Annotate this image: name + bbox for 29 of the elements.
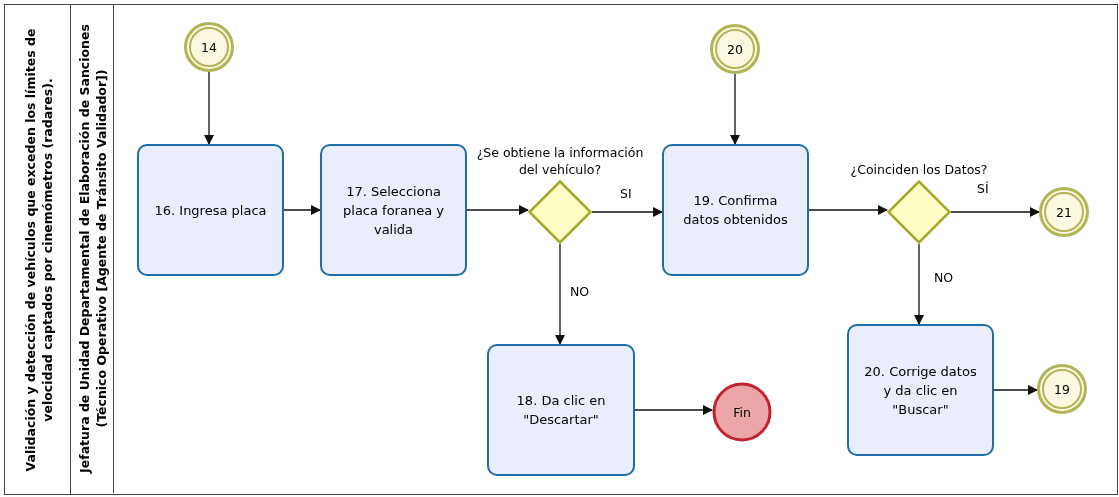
task-box: 18. Da clic en "Descartar": [487, 344, 635, 476]
event-number: 14: [201, 39, 217, 55]
arrow: [730, 73, 740, 145]
arrow: [555, 243, 565, 345]
lane-title: Jefatura de Unidad Departamental de Elaboración de Sanciones (Técnico Operativo [Agente de Tránsito Validador]): [75, 23, 110, 476]
edge-label: SÍ: [975, 181, 991, 196]
arrow: [808, 205, 888, 215]
event-number: 19: [1054, 381, 1070, 397]
arrow: [466, 205, 529, 215]
event-number: 21: [1056, 204, 1072, 220]
arrow: [993, 385, 1038, 395]
edge-label: NO: [568, 284, 592, 299]
edge-label: NO: [932, 270, 956, 285]
pool-title: Validación y detección de vehículos que exceden los límites de velocidad captados por cinemómetros (radares).: [21, 27, 56, 474]
question-label: ¿Coinciden los Datos?: [849, 161, 989, 178]
arrow: [283, 205, 321, 215]
edge-label: SI: [618, 186, 634, 201]
event-number: 20: [727, 41, 743, 57]
arrow: [914, 243, 924, 325]
end-label: Fin: [733, 404, 751, 420]
arrow: [950, 207, 1040, 217]
task-box: 19. Confirma datos obtenidos: [662, 144, 809, 276]
arrow: [591, 207, 663, 217]
question-label: ¿Se obtiene la información del vehículo?: [475, 144, 645, 178]
task-box: 17. Selecciona placa foranea y valida: [320, 144, 467, 276]
arrow: [204, 71, 214, 145]
task-box: 16. Ingresa placa: [137, 144, 284, 276]
task-box: 20. Corrige datos y da clic en "Buscar": [847, 324, 994, 456]
arrow: [634, 405, 713, 415]
